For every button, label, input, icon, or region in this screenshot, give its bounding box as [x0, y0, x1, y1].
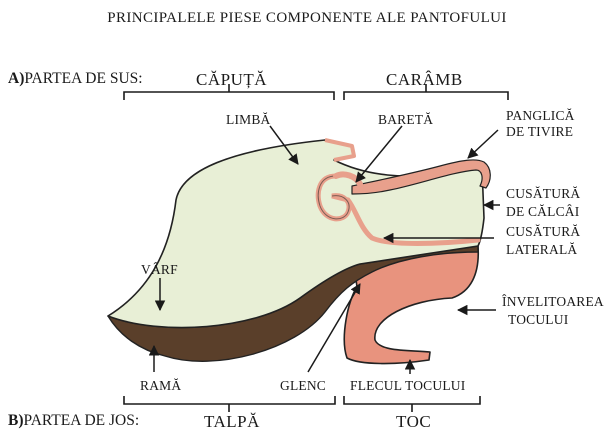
label-flecul: FLECUL TOCULUI: [350, 378, 465, 393]
group-toc: TOC: [396, 412, 431, 432]
section-a-heading: A)PARTEA DE SUS:: [8, 70, 143, 88]
section-b-heading: B)PARTEA DE JOS:: [8, 412, 139, 430]
section-a-letter: A): [8, 70, 24, 87]
label-invelitoarea-2: TOCULUI: [508, 312, 568, 327]
label-glenc: GLENC: [280, 378, 326, 393]
section-b-letter: B): [8, 412, 24, 429]
group-caputa: CĂPUȚĂ: [196, 70, 267, 90]
label-cusatura-calcai-2: DE CĂLCÂI: [506, 204, 579, 219]
label-varf: VÂRF: [141, 262, 178, 277]
pointer-panglica: [468, 130, 498, 158]
label-bareta: BARETĂ: [378, 112, 433, 127]
label-limba: LIMBĂ: [226, 112, 271, 127]
page-title: PRINCIPALELE PIESE COMPONENTE ALE PANTOF…: [0, 10, 614, 27]
label-cusatura-calcai-1: CUSĂTURĂ: [506, 186, 580, 201]
label-panglica-1: PANGLICĂ: [506, 108, 575, 123]
label-cusatura-laterala-1: CUSĂTURĂ: [506, 224, 580, 239]
section-a-text: PARTEA DE SUS:: [24, 70, 142, 87]
section-b-text: PARTEA DE JOS:: [24, 412, 140, 429]
group-caramb: CARÂMB: [386, 70, 463, 90]
group-talpa: TALPĂ: [204, 412, 260, 432]
bracket-talpa: [124, 396, 335, 412]
label-cusatura-laterala-2: LATERALĂ: [506, 242, 577, 257]
bracket-toc: [344, 396, 480, 412]
label-panglica-2: DE TIVIRE: [506, 124, 573, 139]
label-rama: RAMĂ: [140, 378, 181, 393]
label-invelitoarea-1: ÎNVELITOAREA: [502, 294, 604, 309]
